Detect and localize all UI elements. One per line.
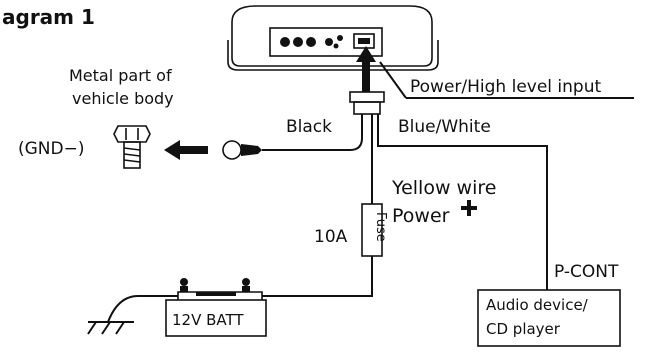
diagram-title: agram 1 — [2, 5, 95, 29]
fuse — [361, 203, 383, 257]
wires — [107, 114, 548, 323]
arrow-up-icon — [356, 46, 376, 92]
wire-connector — [349, 91, 385, 115]
arrow-left-icon — [164, 140, 208, 160]
gnd-label: (GND−) — [18, 139, 85, 159]
fuse-label: Fuse — [373, 212, 388, 242]
amplifier-unit — [227, 5, 439, 71]
plus-icon — [461, 200, 477, 216]
battery — [165, 278, 267, 337]
black-wire-label: Black — [286, 117, 332, 137]
ground-symbol-icon — [87, 321, 134, 335]
bolt-icon — [113, 125, 151, 169]
power-label: Power — [392, 205, 450, 227]
audio-device-label-line1: Audio device/ — [486, 296, 589, 314]
power-input-label: Power/High level input — [410, 77, 601, 97]
battery-label: 12V BATT — [172, 311, 244, 329]
audio-device-box — [477, 289, 621, 347]
pcont-label: P-CONT — [554, 262, 619, 282]
audio-device-label-line2: CD player — [486, 320, 561, 338]
power-input-pointer — [379, 61, 634, 99]
metal-part-label-line2: vehicle body — [72, 89, 174, 108]
blue-white-wire-label: Blue/White — [398, 117, 491, 137]
metal-part-label-line1: Metal part of — [69, 66, 172, 85]
fuse-rating-label: 10A — [314, 227, 348, 247]
yellow-wire-label: Yellow wire — [391, 177, 496, 199]
ring-terminal-icon — [222, 140, 262, 160]
